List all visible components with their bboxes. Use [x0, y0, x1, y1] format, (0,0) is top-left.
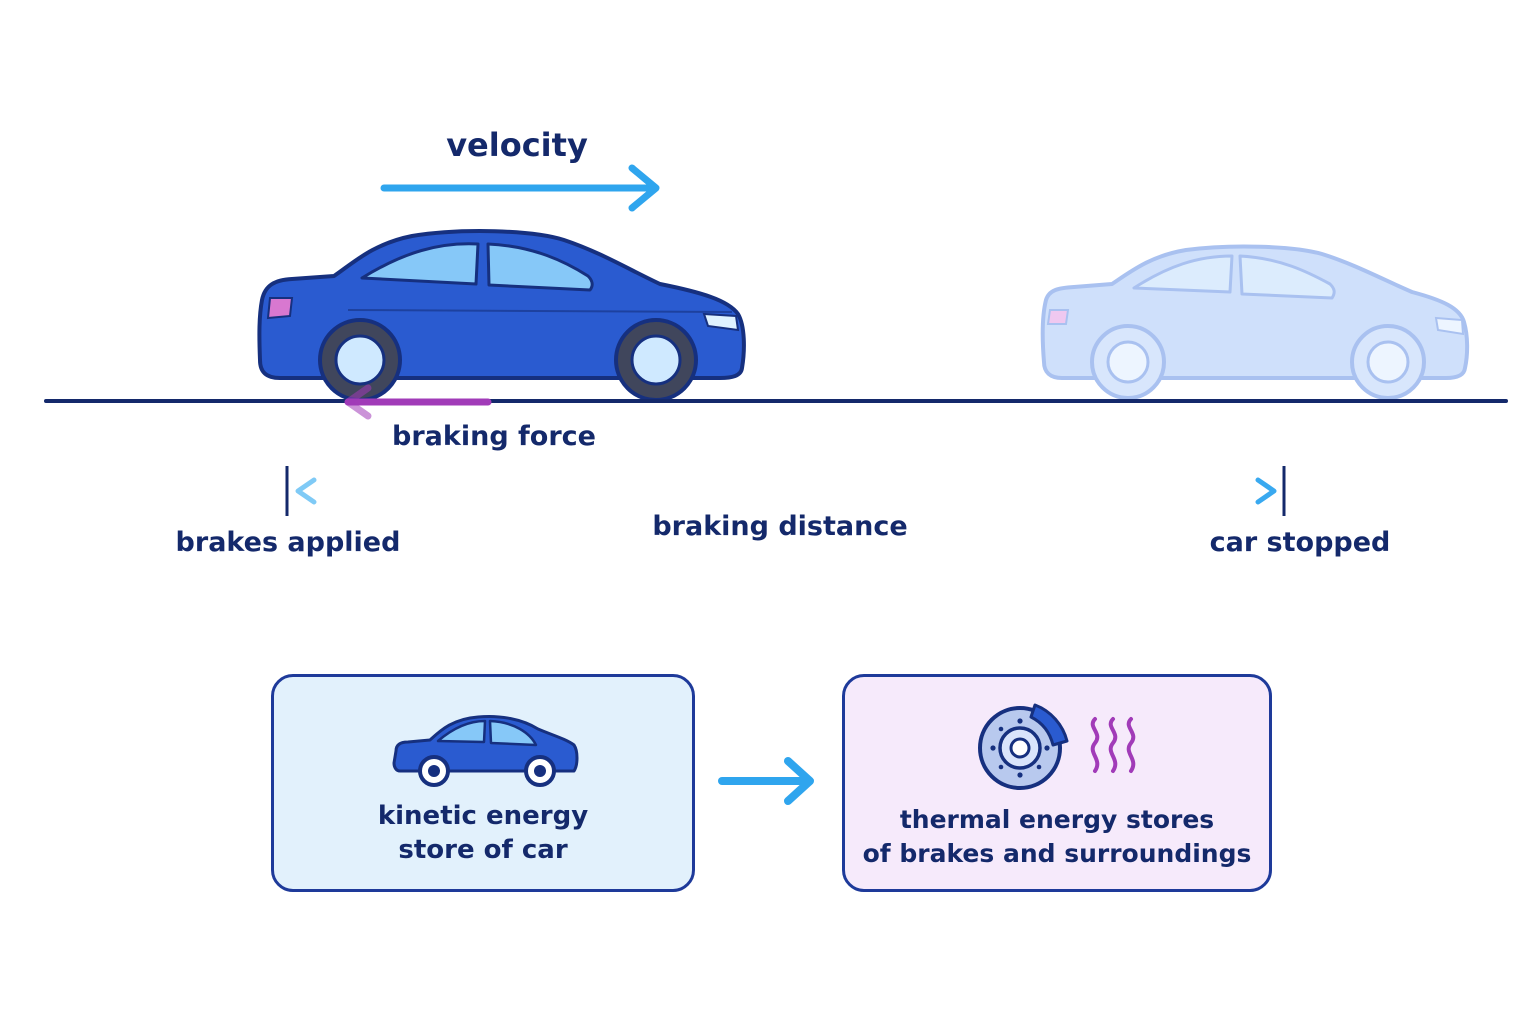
braking-force-arrow — [344, 384, 492, 420]
thermal-energy-box: thermal energy stores of brakes and surr… — [842, 674, 1272, 892]
velocity-label: velocity — [446, 126, 588, 164]
thermal-energy-line1: thermal energy stores — [899, 805, 1215, 834]
car-icon — [257, 229, 746, 402]
rear-wheel — [318, 318, 402, 402]
kinetic-energy-line2: store of car — [398, 835, 568, 865]
faded-car-icon — [1040, 244, 1470, 400]
arrow-right-icon — [718, 757, 814, 805]
car-icon — [392, 715, 579, 787]
brakes-applied-label: brakes applied — [175, 527, 401, 558]
heat-waves-icon — [1090, 717, 1136, 773]
car-stopped-label: car stopped — [1209, 527, 1391, 558]
kinetic-energy-line1: kinetic energy — [377, 801, 589, 831]
front-wheel — [614, 318, 698, 402]
brake-disc-icon — [978, 703, 1069, 790]
velocity-arrow — [380, 164, 660, 212]
kinetic-energy-label: kinetic energy store of car — [274, 799, 692, 867]
thermal-energy-label: thermal energy stores of brakes and surr… — [845, 803, 1269, 871]
braking-distance-arrow — [285, 466, 1286, 516]
kinetic-energy-box: kinetic energy store of car — [271, 674, 695, 892]
braking-distance-label: braking distance — [652, 511, 908, 542]
thermal-energy-line2: of brakes and surroundings — [862, 839, 1252, 868]
braking-force-label: braking force — [392, 421, 596, 452]
